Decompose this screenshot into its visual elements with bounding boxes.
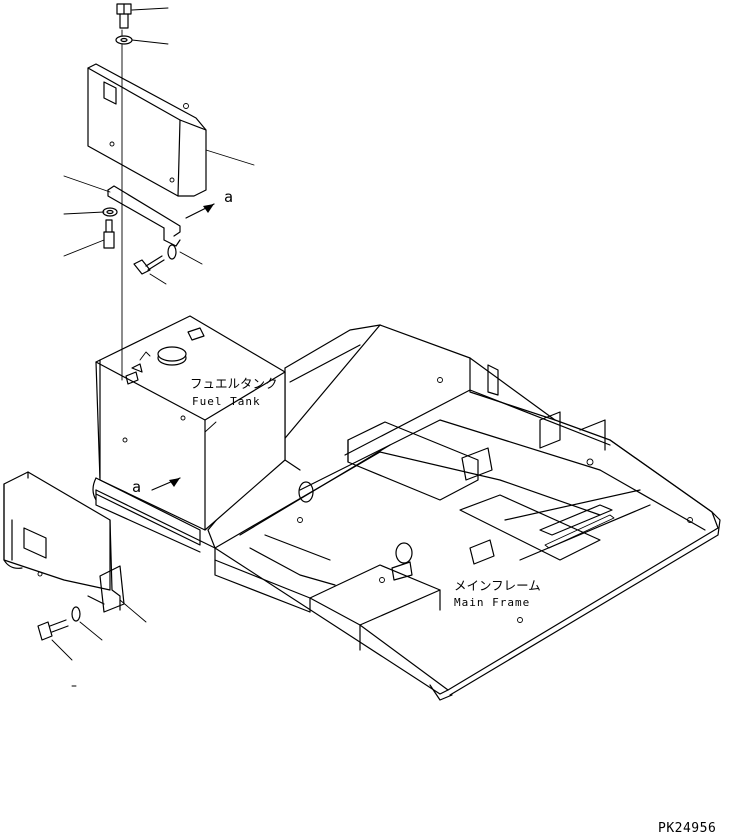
washer-icon (71, 606, 81, 622)
main-frame (95, 324, 721, 701)
view-marker-top: a (224, 188, 233, 206)
main-frame-label-jp: メインフレーム (454, 578, 541, 593)
washer-icon (115, 35, 133, 45)
fuel-tank-label-jp: フュエルタンク (190, 376, 278, 391)
leader-lines (51, 7, 255, 687)
top-cover (87, 63, 207, 197)
washer-icon (167, 244, 177, 260)
fuel-tank-label-en: Fuel Tank (192, 395, 261, 408)
hex-bolt-icon (103, 219, 115, 249)
fuel-tank (92, 315, 286, 546)
hex-bolt-icon (133, 255, 165, 275)
drawing-number: PK24956 (658, 821, 716, 834)
main-frame-label-en: Main Frame (454, 596, 530, 609)
side-cover (3, 471, 125, 613)
cover-bracket (107, 185, 181, 247)
hex-bolt-icon (37, 619, 69, 641)
hex-bolt-icon (116, 3, 132, 29)
view-arrow-icon (151, 477, 181, 491)
washer-icon (102, 207, 118, 217)
view-arrow-icon (185, 203, 215, 219)
view-marker-bottom: a (132, 478, 141, 496)
